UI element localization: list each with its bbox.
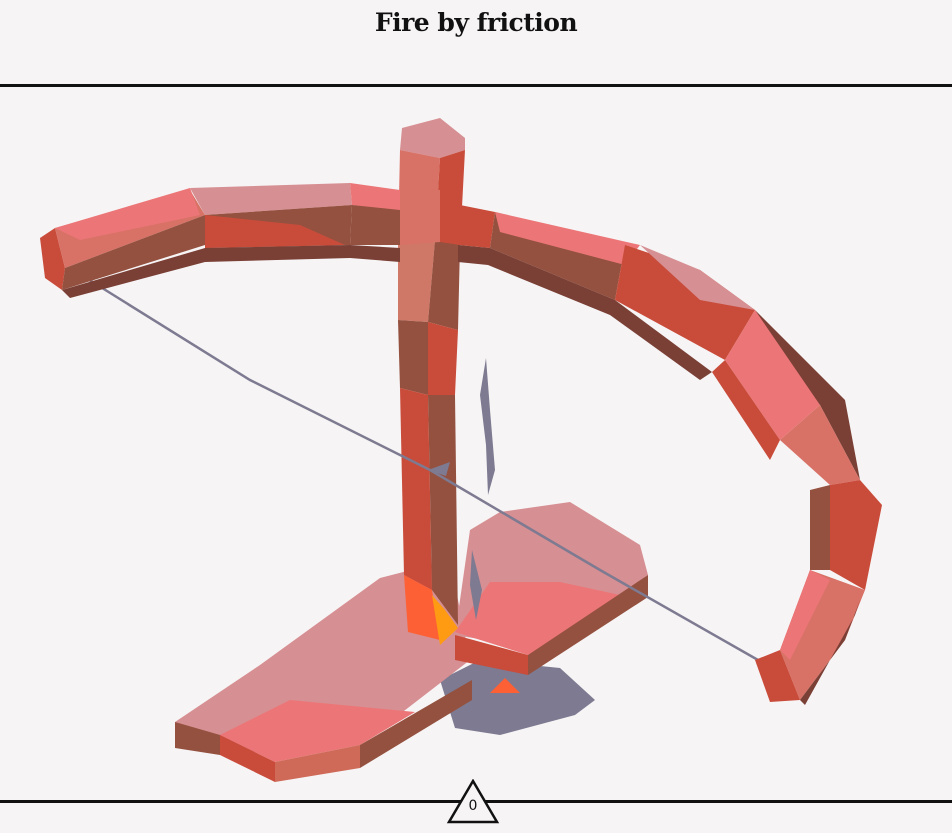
fireboard-left-highlight	[220, 700, 415, 762]
ember-glow	[490, 678, 520, 693]
spindle-band-front	[400, 185, 440, 245]
bow-segment-3	[190, 183, 352, 215]
bow-segment-12	[755, 650, 800, 702]
smoke-wisp-2	[428, 462, 450, 476]
fireboard-left-edge-b	[220, 735, 275, 782]
spindle-face-right-4	[428, 395, 458, 625]
bow-segment-4-face	[350, 205, 400, 245]
triangle-icon	[446, 779, 500, 824]
bow-segment-8-dark	[755, 310, 860, 480]
board-shadow	[440, 660, 595, 735]
fireboard-left-edge-a	[175, 722, 220, 755]
bow-segment-7	[615, 245, 755, 360]
spindle-face-left-3	[398, 320, 428, 395]
bow-underside-left	[62, 245, 400, 298]
page-title: Fire by friction	[374, 8, 578, 37]
fireboard-right-highlight	[455, 582, 620, 655]
fireboard-left-edge-c	[275, 745, 360, 782]
bow-segment-2-top	[55, 188, 200, 240]
bow-drill-fire-icon	[40, 118, 882, 782]
spindle-band-front-b	[440, 188, 462, 245]
friction-counter[interactable]: 0	[446, 779, 500, 825]
counter-value: 0	[468, 798, 478, 814]
spindle-tip-hot	[432, 595, 458, 645]
bow-underside-right	[458, 245, 712, 380]
bow-segment-6-top	[495, 212, 640, 265]
bow-drill-scene[interactable]	[0, 87, 952, 800]
smoke-wisp-3	[470, 550, 482, 620]
spindle-top	[400, 118, 465, 158]
fireboard-left-edge-d	[360, 680, 472, 768]
spindle-tip-ember	[404, 575, 440, 640]
bow-segment-10	[830, 480, 882, 590]
spindle-face-right-3	[428, 322, 458, 395]
spindle-face-right-2	[428, 240, 460, 330]
bow-segment-7-top	[640, 245, 755, 310]
bow-segment-2-under	[62, 215, 205, 290]
bow-segment-8	[725, 310, 820, 440]
smoke-wisp-1	[480, 358, 495, 495]
bow-segment-5	[458, 205, 495, 248]
bow-segment-1	[40, 228, 65, 290]
bow-segment-8-face	[712, 360, 780, 460]
spindle-face-left-2	[398, 240, 435, 322]
bow-segment-11-top	[780, 570, 830, 660]
fireboard-right-edge-b	[528, 575, 648, 675]
bow-segment-4-top	[350, 183, 402, 212]
bow-tip-right-dark	[800, 600, 860, 705]
spindle-face-left-4	[400, 388, 432, 590]
fireboard-left-top	[175, 560, 470, 760]
bow-segment-10-face	[810, 485, 830, 570]
fireboard-right-edge-a	[455, 635, 528, 675]
top-divider	[0, 84, 952, 87]
header: Fire by friction	[0, 0, 952, 84]
bow-segment-3-face-b	[205, 215, 345, 248]
bow-segment-9	[780, 405, 860, 485]
